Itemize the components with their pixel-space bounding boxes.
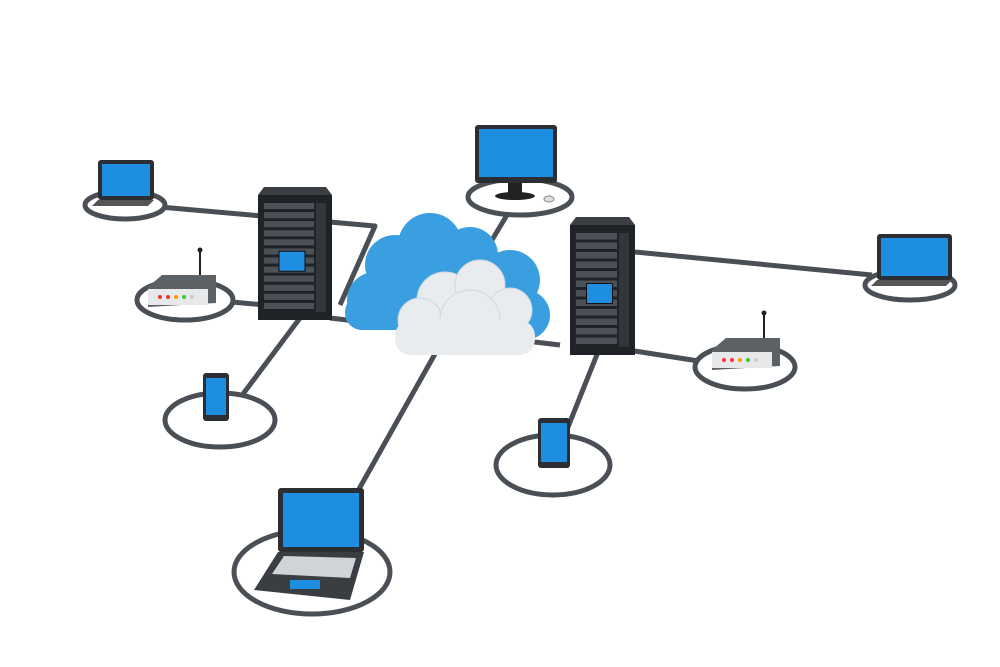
server-unit [576, 261, 617, 268]
status-led [166, 295, 170, 299]
monitor-stand [508, 183, 522, 195]
phone-screen [541, 423, 567, 462]
status-led [158, 295, 162, 299]
status-led [730, 358, 734, 362]
cloud-white-base [395, 320, 535, 355]
laptop-keyboard [272, 556, 356, 578]
status-led [746, 358, 750, 362]
antenna-tip [197, 247, 203, 253]
monitor-icon [475, 125, 557, 203]
server-unit [264, 203, 314, 210]
wireless-router-icon [712, 310, 780, 370]
server-unit [264, 284, 314, 291]
cloud-icon [345, 213, 550, 355]
wireless-router-icon [148, 247, 216, 307]
server-unit [576, 233, 617, 240]
laptop-screen [881, 238, 948, 276]
monitor-screen [479, 129, 553, 177]
status-led [754, 358, 758, 362]
server-screen [278, 250, 306, 272]
server-screen [586, 283, 613, 304]
network-link [347, 343, 443, 507]
server-side [619, 233, 629, 347]
server-unit [264, 212, 314, 219]
server-top [570, 217, 635, 225]
server-unit [264, 275, 314, 282]
smartphone-icon [203, 373, 229, 421]
laptop-icon [92, 160, 154, 206]
laptop-base [871, 280, 952, 286]
server-unit [264, 221, 314, 228]
server-unit [576, 242, 617, 249]
server-rack-icon [258, 187, 332, 320]
status-led [174, 295, 178, 299]
monitor-foot [495, 192, 535, 200]
server-top [258, 187, 332, 195]
mouse-icon [543, 195, 555, 203]
laptop-icon [871, 234, 952, 286]
server-side [316, 203, 326, 312]
server-unit [264, 230, 314, 237]
smartphone-icon [538, 418, 570, 468]
status-led [738, 358, 742, 362]
network-link [238, 316, 302, 400]
server-unit [264, 239, 314, 246]
network-link [634, 249, 873, 278]
network-link [159, 204, 378, 307]
server-unit [264, 293, 314, 300]
antenna-tip [761, 310, 767, 316]
server-unit [576, 309, 617, 316]
server-unit [576, 337, 617, 344]
status-led [190, 295, 194, 299]
server-rack-icon [570, 217, 635, 355]
server-unit [576, 252, 617, 259]
laptop-base [92, 200, 154, 206]
network-link [563, 351, 601, 433]
laptop-touchpad [290, 580, 320, 589]
status-led [722, 358, 726, 362]
status-led [182, 295, 186, 299]
laptop-icon [254, 488, 364, 600]
server-unit [264, 302, 314, 309]
server-unit [576, 271, 617, 278]
server-unit [576, 318, 617, 325]
network-link [627, 347, 706, 365]
laptop-screen [283, 493, 359, 547]
phone-screen [206, 378, 226, 415]
laptop-screen [102, 164, 150, 196]
server-unit [576, 328, 617, 335]
